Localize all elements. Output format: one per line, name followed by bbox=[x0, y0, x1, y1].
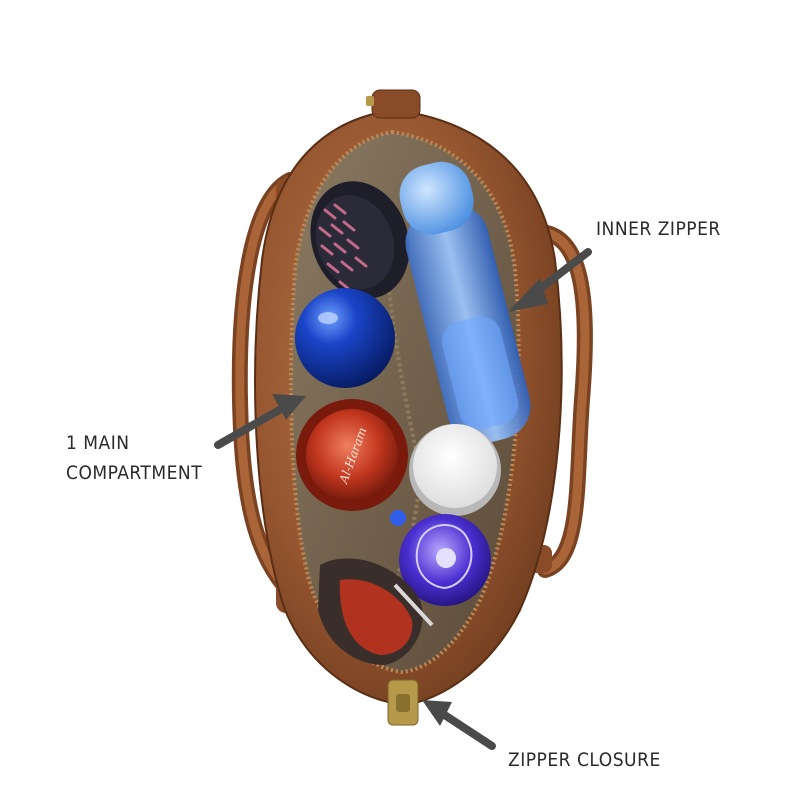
main-compartment-label: 1 MAIN COMPARTMENT bbox=[66, 428, 202, 488]
top-tab bbox=[371, 89, 421, 119]
blue-dot bbox=[390, 510, 406, 526]
inner-zipper-label: INNER ZIPPER bbox=[596, 214, 721, 244]
sunglasses bbox=[318, 558, 434, 665]
red-perfume-jar: Al-Haram bbox=[296, 399, 408, 511]
blue-sphere bbox=[295, 288, 395, 388]
zipper-track bbox=[288, 129, 521, 675]
zipper-closure-label: ZIPPER CLOSURE bbox=[508, 745, 661, 775]
purple-rose-bottle bbox=[399, 514, 491, 606]
white-jar bbox=[409, 424, 501, 516]
main-compartment-text-line1: 1 MAIN bbox=[66, 432, 130, 454]
inner-zipper-text: INNER ZIPPER bbox=[596, 218, 721, 240]
zipper-closure-arrow bbox=[422, 700, 496, 750]
water-bottle bbox=[399, 161, 531, 444]
main-compartment-text-line2: COMPARTMENT bbox=[66, 462, 203, 484]
inner-zipper-arrow bbox=[508, 248, 592, 312]
main-compartment-arrow bbox=[214, 394, 306, 449]
zipper-closure-text: ZIPPER CLOSURE bbox=[508, 749, 661, 771]
hair-brush bbox=[310, 181, 410, 299]
zipper-pull bbox=[387, 679, 419, 726]
